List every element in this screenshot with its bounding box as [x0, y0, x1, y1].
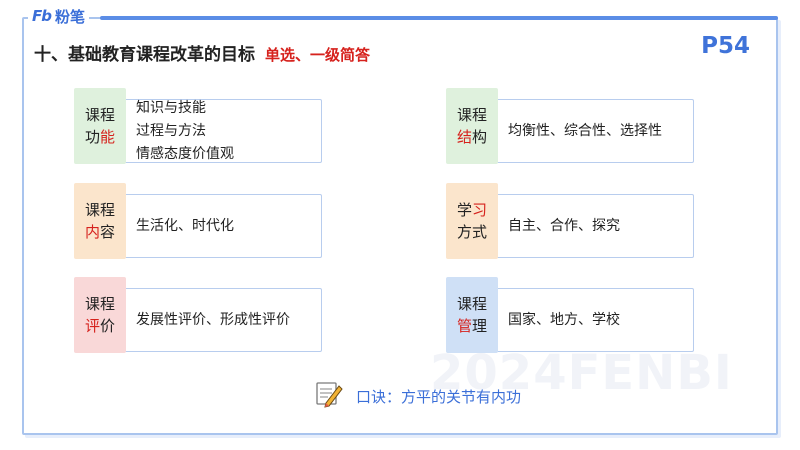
card-label-line1: 课程 — [84, 106, 115, 124]
card-label-line1: 学习 — [456, 201, 488, 219]
card-item: 情感态度价值观 — [136, 145, 234, 162]
card-items: 均衡性、综合性、选择性 — [508, 99, 662, 163]
card-item: 发展性评价、形成性评价 — [136, 311, 290, 328]
slide-title-text: 十、基础教育课程改革的目标 — [34, 45, 255, 65]
card-label-line1: 课程 — [456, 106, 487, 124]
card-label: 课程 管理 — [446, 277, 498, 353]
card-items: 国家、地方、学校 — [508, 288, 620, 352]
card-label-line2: 评价 — [84, 317, 116, 335]
card-item: 国家、地方、学校 — [508, 311, 620, 328]
card-label: 课程 内容 — [74, 183, 126, 259]
card-item: 知识与技能 — [136, 99, 206, 116]
slide-title: 十、基础教育课程改革的目标 单选、一级简答 — [34, 40, 370, 65]
card-curriculum-management: 课程 管理 国家、地方、学校 — [446, 277, 694, 353]
top-accent-bar — [100, 16, 778, 20]
card-label-line2: 管理 — [456, 317, 488, 335]
card-curriculum-function: 课程 功能 知识与技能 过程与方法 情感态度价值观 — [74, 88, 322, 164]
brand-name: 粉笔 — [54, 7, 85, 26]
card-label-line2: 功能 — [84, 128, 116, 146]
card-items: 发展性评价、形成性评价 — [136, 288, 290, 352]
card-label: 课程 结构 — [446, 88, 498, 164]
card-item: 自主、合作、探究 — [508, 217, 620, 234]
mnemonic-text: 口诀：方平的关节有内功 — [356, 387, 522, 406]
pencil-note-icon — [314, 380, 344, 412]
card-item: 过程与方法 — [136, 122, 206, 139]
watermark: 2024FENBI — [430, 345, 733, 401]
card-label-line2: 结构 — [456, 128, 488, 146]
card-label: 课程 评价 — [74, 277, 126, 353]
card-item: 均衡性、综合性、选择性 — [508, 122, 662, 139]
card-curriculum-evaluation: 课程 评价 发展性评价、形成性评价 — [74, 277, 322, 353]
card-label: 学习 方式 — [446, 183, 498, 259]
mnemonic: 口诀：方平的关节有内功 — [314, 380, 521, 412]
card-item: 生活化、时代化 — [136, 217, 234, 234]
page-number: P54 — [701, 33, 750, 59]
card-label-line1: 课程 — [456, 295, 487, 313]
brand-mark-icon: Fb — [32, 7, 52, 25]
card-curriculum-content: 课程 内容 生活化、时代化 — [74, 183, 322, 259]
card-label-line2: 内容 — [84, 223, 116, 241]
card-items: 知识与技能 过程与方法 情感态度价值观 — [136, 99, 234, 163]
card-learning-method: 学习 方式 自主、合作、探究 — [446, 183, 694, 259]
card-items: 生活化、时代化 — [136, 194, 234, 258]
question-type-tag: 单选、一级简答 — [265, 46, 371, 64]
card-label: 课程 功能 — [74, 88, 126, 164]
card-curriculum-structure: 课程 结构 均衡性、综合性、选择性 — [446, 88, 694, 164]
card-items: 自主、合作、探究 — [508, 194, 620, 258]
brand-logo: Fb 粉笔 — [28, 3, 89, 29]
card-label-line1: 课程 — [84, 295, 115, 313]
card-label-line1: 课程 — [84, 201, 115, 219]
card-label-line2: 方式 — [456, 223, 487, 241]
